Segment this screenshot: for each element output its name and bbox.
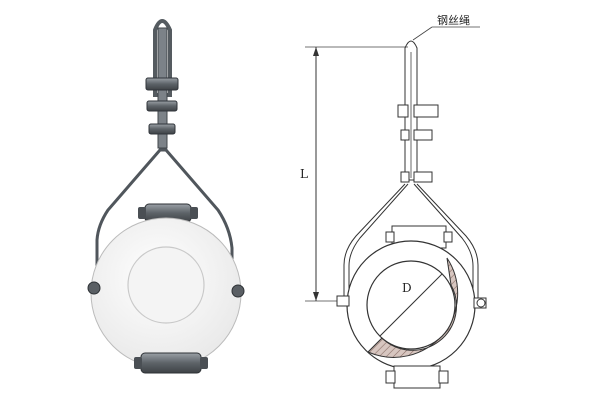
section-hatch [367, 257, 459, 358]
right-hanger-drawing: L 钢丝绳 [300, 13, 487, 389]
diameter-line [379, 273, 443, 337]
drawing-stem-bolts [397, 104, 439, 183]
drawing-bottom-clamp [393, 365, 441, 389]
right-arm-rod [164, 148, 234, 292]
wire-rope-callout: 钢丝绳 [412, 13, 480, 41]
diameter-label: D [402, 281, 412, 295]
left-arm-rod [95, 148, 162, 292]
wire-rope-label: 钢丝绳 [437, 13, 470, 27]
pipe-bore [127, 246, 205, 324]
length-label: L [300, 167, 308, 181]
left-hanger-photo [87, 19, 245, 374]
bottom-clamp-bar [140, 352, 202, 374]
stem-bolts [145, 77, 179, 135]
